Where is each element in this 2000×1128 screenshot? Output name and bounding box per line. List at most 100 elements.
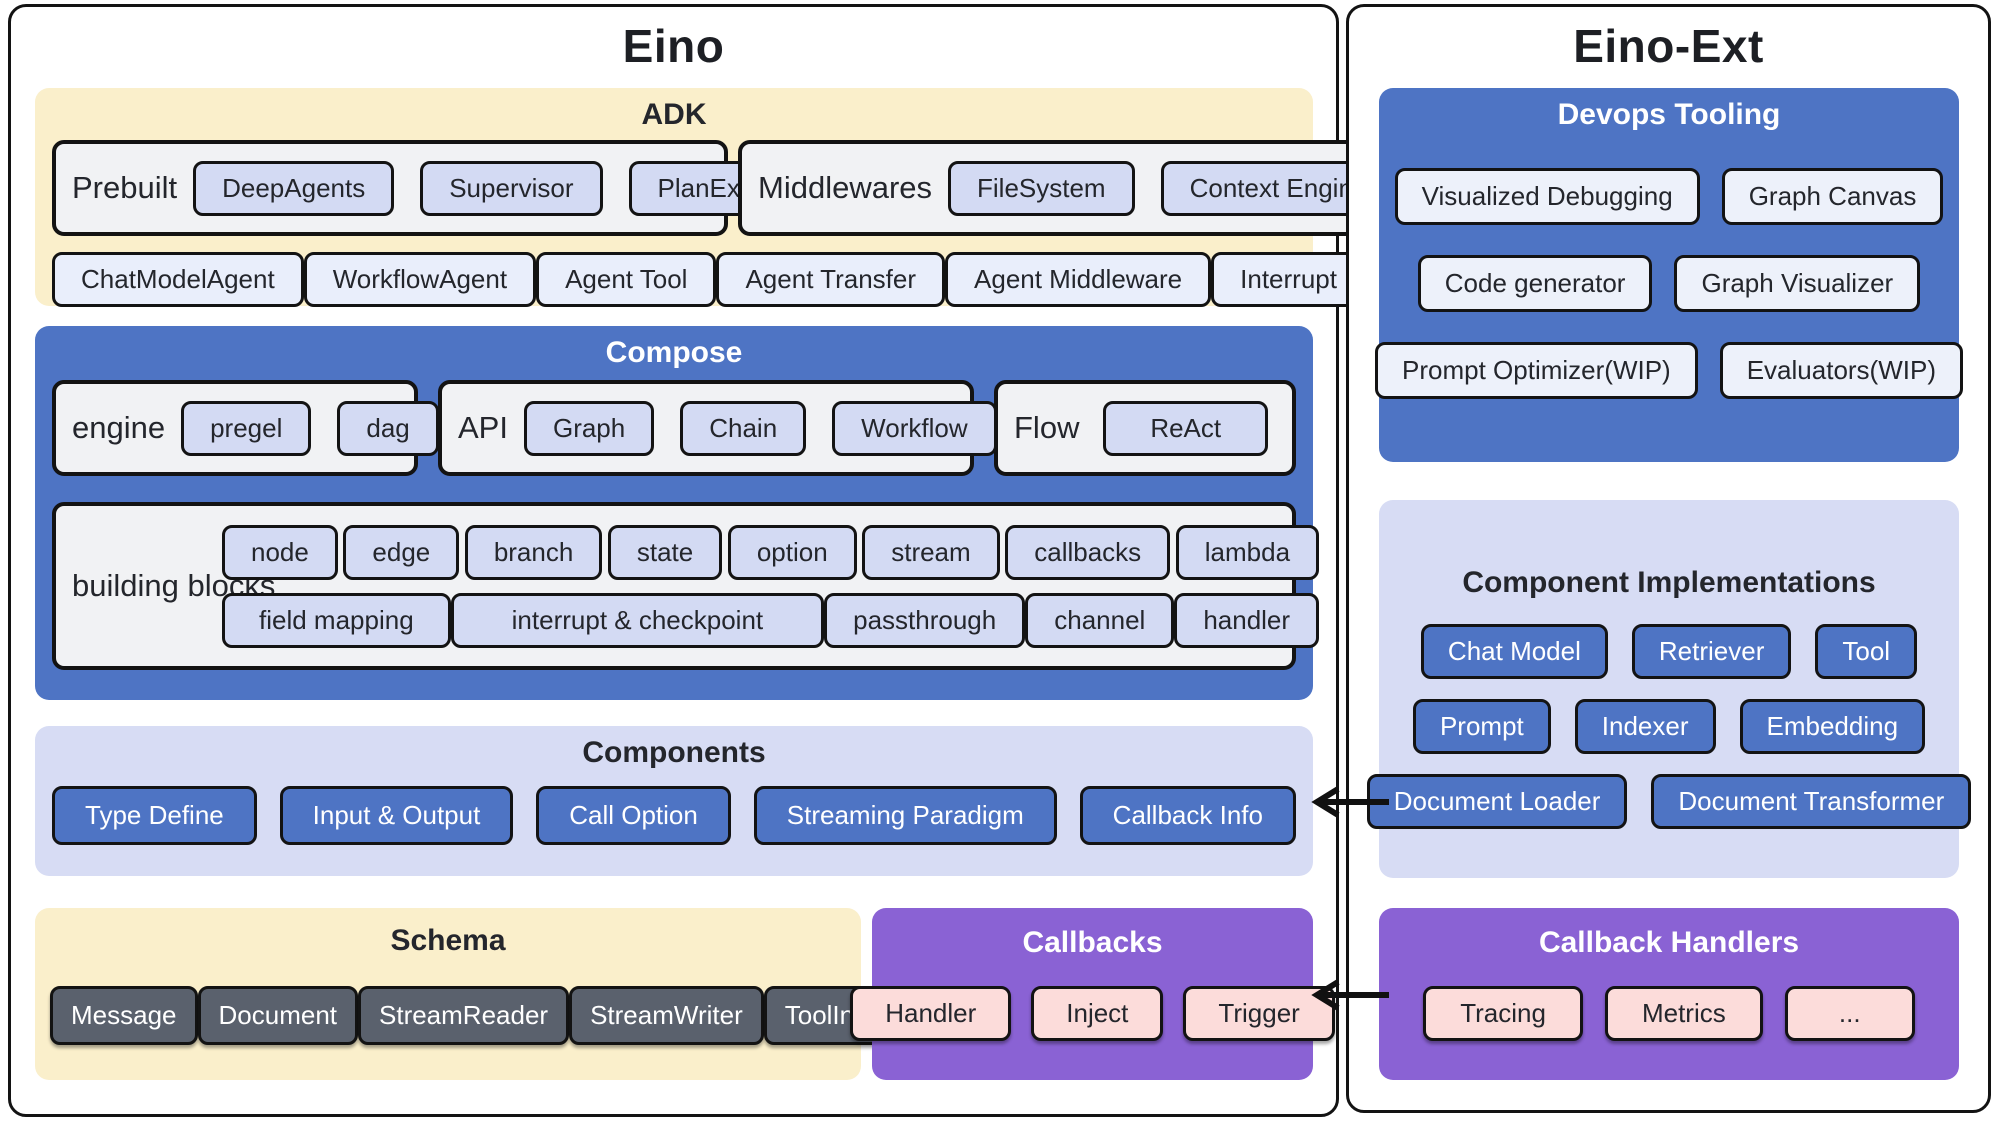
- callback-pill: Handler: [850, 986, 1012, 1041]
- engine-pill: pregel: [181, 400, 312, 456]
- impl-pill: Document Transformer: [1651, 774, 1972, 829]
- eino-ext-panel: Eino-Ext Devops Tooling Visualized Debug…: [1346, 4, 1991, 1113]
- prebuilt-label: Prebuilt: [72, 170, 178, 205]
- middleware-pill: FileSystem: [948, 160, 1135, 216]
- impl-pill: Retriever: [1631, 624, 1792, 679]
- devops-pill: Visualized Debugging: [1394, 168, 1700, 225]
- building-block-pill: edge: [343, 524, 460, 580]
- adk-agent-pill: Agent Transfer: [716, 252, 946, 307]
- building-block-pill: option: [727, 524, 857, 580]
- callback-pill: Trigger: [1183, 986, 1335, 1041]
- building-blocks-label: building blocks: [72, 568, 276, 604]
- callback-handler-pill: ...: [1784, 986, 1915, 1041]
- building-block-pill: handler: [1174, 592, 1320, 648]
- devops-row-2: Code generator Graph Visualizer: [1379, 255, 1959, 312]
- building-block-pill: interrupt & checkpoint: [450, 592, 825, 648]
- adk-agent-pill: ChatModelAgent: [52, 252, 304, 307]
- prebuilt-pill: Supervisor: [420, 160, 603, 216]
- flow-label: Flow: [1014, 410, 1080, 445]
- impl-row-3: Document Loader Document Transformer: [1366, 774, 1972, 829]
- devops-row-1: Visualized Debugging Graph Canvas: [1379, 168, 1959, 225]
- api-pill: Graph: [523, 400, 655, 456]
- schema-pill: StreamWriter: [569, 986, 764, 1045]
- impl-pill: Embedding: [1739, 699, 1926, 754]
- handlers-to-callbacks-arrow-icon: [1311, 979, 1389, 1011]
- building-block-pill: stream: [862, 524, 1000, 580]
- callbacks-row: Handler Inject Trigger: [850, 986, 1335, 1041]
- component-pill: Callback Info: [1079, 786, 1296, 845]
- component-pill: Streaming Paradigm: [753, 786, 1057, 845]
- schema-pill: StreamReader: [358, 986, 570, 1045]
- api-label: API: [458, 410, 508, 445]
- devops-pill: Graph Canvas: [1721, 168, 1944, 225]
- building-block-pill: lambda: [1175, 524, 1320, 580]
- flow-group: Flow ReAct: [994, 380, 1296, 476]
- building-block-pill: field mapping: [222, 592, 451, 648]
- devops-rows: Visualized Debugging Graph Canvas Code ge…: [1375, 168, 1963, 399]
- callback-handler-pill: Tracing: [1423, 986, 1583, 1041]
- api-pill: Chain: [680, 400, 807, 456]
- eino-title: Eino: [622, 20, 725, 72]
- middlewares-label: Middlewares: [758, 170, 933, 205]
- impl-pill: Tool: [1815, 624, 1918, 679]
- devops-pill: Code generator: [1417, 255, 1653, 312]
- devops-pill: Prompt Optimizer(WIP): [1375, 342, 1698, 399]
- compose-header: Compose: [605, 336, 743, 369]
- flow-pills: ReAct: [1095, 400, 1276, 456]
- adk-header: ADK: [641, 98, 707, 131]
- building-block-pill: branch: [464, 524, 603, 580]
- api-pill: Workflow: [832, 400, 997, 456]
- building-block-pill: callbacks: [1005, 524, 1171, 580]
- callback-handlers-header: Callback Handlers: [1538, 926, 1800, 959]
- engine-pill: dag: [337, 400, 439, 456]
- impl-pill: Prompt: [1412, 699, 1551, 754]
- building-block-pill: state: [607, 524, 723, 580]
- eino-ext-title: Eino-Ext: [1573, 20, 1764, 72]
- adk-agent-pill: WorkflowAgent: [303, 252, 537, 307]
- impl-pill: Document Loader: [1366, 774, 1628, 829]
- schema-pill: Message: [50, 986, 198, 1045]
- building-block-pill: channel: [1025, 592, 1175, 648]
- building-block-pill: node: [222, 524, 338, 580]
- api-group: API Graph Chain Workflow: [438, 380, 997, 476]
- adk-agent-pill: Agent Tool: [536, 252, 717, 307]
- component-pill: Input & Output: [279, 786, 514, 845]
- callback-handler-pill: Metrics: [1604, 986, 1763, 1041]
- devops-row-3: Prompt Optimizer(WIP)Evaluators(WIP): [1375, 342, 1963, 399]
- impl-to-components-arrow-icon: [1311, 786, 1389, 818]
- api-pills: Graph Chain Workflow: [523, 400, 997, 456]
- building-block-pill: passthrough: [824, 592, 1026, 648]
- flow-pill: ReAct: [1103, 400, 1269, 456]
- component-pill: Type Define: [52, 786, 257, 845]
- devops-tooling-header: Devops Tooling: [1557, 98, 1781, 131]
- schema-pill: Document: [197, 986, 358, 1045]
- prebuilt-pill: DeepAgents: [193, 160, 395, 216]
- engine-pills: pregel dag: [181, 400, 439, 456]
- devops-pill: Graph Visualizer: [1674, 255, 1921, 312]
- callback-pill: Inject: [1031, 986, 1164, 1041]
